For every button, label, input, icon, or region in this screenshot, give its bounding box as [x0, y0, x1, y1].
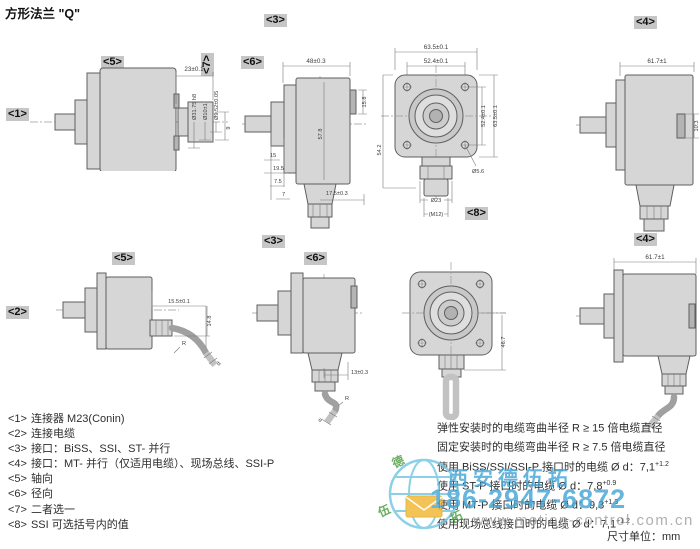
dim-dia-10: Ø10±1: [203, 103, 209, 120]
dim-15-8: 15.8: [362, 97, 368, 108]
note-tag: <4>: [8, 458, 27, 471]
cable-note-text: 使用 BiSS/SSI/SSI-P 接口时的电缆 Ø d：7,1: [437, 461, 656, 474]
drawing-radial-connector-side: 48±0.3 15.8 57.8 15 19.5 7.5 7 17.5±0.3: [242, 58, 368, 229]
reference-notes: <1>连接器 M23(Conin) <2>连接电缆 <3>接口：BiSS、SSI…: [8, 412, 274, 533]
drawing-radial-cable-side: R d 13±0.3: [252, 272, 368, 426]
ref-tag-7: <7>: [200, 53, 214, 76]
ref-tag-4-bottom: <4>: [634, 233, 657, 246]
note-tag: <3>: [8, 443, 27, 456]
ref-tag-4-top: <4>: [634, 16, 657, 29]
dim-46-7: 46.7: [501, 337, 507, 348]
ref-tag-3-top: <3>: [264, 14, 287, 27]
ref-tag-2: <2>: [6, 306, 29, 319]
dim-thread-m12: (M12): [429, 212, 444, 218]
cable-note-text: 弹性安装时的电缆弯曲半径 R ≥ 15 倍电缆直径: [437, 422, 663, 435]
cable-note-line: 使用现场总线接口时的电缆 Ø d：7,1+1.2: [437, 514, 669, 533]
dim-52-4-right: 52.4±0.1: [481, 105, 487, 127]
note-text: 连接电缆: [30, 428, 75, 441]
note-tag: <2>: [8, 428, 27, 441]
dim-61-7-bottom: 61.7±1: [645, 254, 665, 261]
note-line: <3>接口：BiSS、SSI、ST- 并行: [8, 442, 274, 457]
note-text: 二者选一: [30, 503, 75, 516]
note-text: 径向: [30, 488, 53, 501]
dim-61-7-top: 61.7±1: [647, 58, 667, 65]
cable-radius-label: R: [182, 341, 186, 347]
cable-note-line: 固定安装时的电缆弯曲半径 R ≥ 7.5 倍电缆直径: [437, 437, 669, 456]
dim-conn-23: Ø23: [431, 198, 442, 204]
ref-tag-5-top: <5>: [101, 56, 124, 69]
dim-9: 9: [226, 126, 232, 129]
dim-63-5-right: 63.5±0.1: [493, 105, 499, 127]
note-text: SSI 可选括号内的值: [30, 518, 129, 531]
dim-19-5: 19.5: [273, 166, 284, 172]
ref-tag-1: <1>: [6, 108, 29, 121]
cable-note-line: 使用 ST-P 接口时的电缆 Ø d：7,8+0.9: [437, 476, 669, 495]
cable-dia-label: d: [216, 361, 223, 367]
dim-dia-9-52: Ø9.52±0.05: [214, 91, 220, 120]
cable-note-text: 使用 ST-P 接口时的电缆 Ø d：7,8: [437, 480, 603, 493]
note-line: <8>SSI 可选括号内的值: [8, 518, 274, 533]
note-tag: <8>: [8, 518, 27, 531]
note-text: 接口：MT- 并行（仅适用电缆）、现场总线、SSI-P: [30, 458, 275, 471]
cable-radius-label-2: R: [345, 396, 349, 402]
dim-14-8: 14.8: [207, 316, 213, 327]
cable-note-text: 固定安装时的电缆弯曲半径 R ≥ 7.5 倍电缆直径: [437, 441, 666, 454]
cable-note-tolerance: +1.2: [655, 460, 669, 468]
note-line: <7>二者选一: [8, 503, 274, 518]
drawing-front-connector: 63.5±0.1 52.4±0.1 54.2 52.4±0.1 63.5±0.1…: [377, 44, 499, 218]
drawing-side-cable-4: 61.7±1: [576, 254, 698, 430]
note-tag: <7>: [8, 503, 27, 516]
cable-note-text: 使用 MT-P 接口时的电缆 Ø d：9,3: [437, 499, 605, 512]
cable-note-tolerance: +1.3: [604, 499, 619, 506]
dim-15-5: 15.5±0.1: [168, 299, 190, 305]
cable-note-tolerance: +1.2: [616, 518, 630, 526]
note-line: <5>轴向: [8, 472, 274, 487]
note-text: 连接器 M23(Conin): [30, 413, 125, 425]
cable-note-tolerance: +0.9: [602, 479, 617, 487]
note-line: <1>连接器 M23(Conin): [8, 412, 274, 427]
dim-52-4-top: 52.4±0.1: [424, 58, 449, 65]
watermark-char-left: 伍: [375, 502, 393, 520]
ref-tag-5-bottom: <5>: [112, 252, 135, 265]
cable-notes: 弹性安装时的电缆弯曲半径 R ≥ 15 倍电缆直径 固定安装时的电缆弯曲半径 R…: [437, 418, 669, 534]
watermark-char-top: 德: [389, 453, 407, 471]
drawing-front-cable: 46.7: [402, 262, 507, 420]
note-line: <4>接口：MT- 并行（仅适用电缆）、现场总线、SSI-P: [8, 457, 274, 472]
ref-tag-8: <8>: [465, 207, 488, 220]
ref-tag-3-bottom: <3>: [262, 235, 285, 248]
note-text: 接口：BiSS、SSI、ST- 并行: [30, 443, 171, 456]
note-tag: <1>: [8, 413, 27, 425]
dim-dia-31-75: Ø31.75 h8: [192, 94, 198, 120]
ref-tag-6-top: <6>: [241, 56, 264, 69]
dim-48: 48±0.3: [306, 58, 326, 65]
drawing-side-connector-4: 61.7±1 10.3: [576, 58, 700, 232]
note-line: <2>连接电缆: [8, 427, 274, 442]
dim-7: 7: [282, 192, 285, 198]
dim-hole-5-6: Ø5.6: [472, 169, 484, 175]
cable-note-line: 使用 BiSS/SSI/SSI-P 接口时的电缆 Ø d：7,1+1.2: [437, 457, 669, 476]
note-tag: <5>: [8, 473, 27, 486]
dim-17-5: 17.5±0.3: [326, 191, 348, 197]
note-text: 轴向: [30, 473, 53, 486]
drawing-axial-cable-side: R d 15.5±0.1 14.8: [56, 272, 223, 367]
cable-note-line: 弹性安装时的电缆弯曲半径 R ≥ 15 倍电缆直径: [437, 418, 669, 437]
dim-54-2: 54.2: [377, 145, 383, 156]
ref-tag-6-bottom: <6>: [304, 252, 327, 265]
dim-10-3: 10.3: [694, 121, 700, 132]
unit-label: 尺寸单位：mm: [607, 531, 681, 543]
dim-13: 13±0.3: [351, 370, 368, 376]
dim-15: 15: [270, 153, 276, 159]
dim-57-8: 57.8: [318, 129, 324, 140]
dim-63-5-top: 63.5±0.1: [424, 44, 449, 51]
cable-dia-label-2: d: [317, 417, 323, 423]
cable-note-line: 使用 MT-P 接口时的电缆 Ø d：9,3+1.3: [437, 495, 669, 514]
note-tag: <6>: [8, 488, 27, 501]
dim-7-5: 7.5: [274, 179, 282, 185]
note-line: <6>径向: [8, 487, 274, 502]
page-title: 方形法兰 "Q": [5, 7, 81, 21]
cable-note-text: 使用现场总线接口时的电缆 Ø d：7,1: [437, 518, 617, 531]
